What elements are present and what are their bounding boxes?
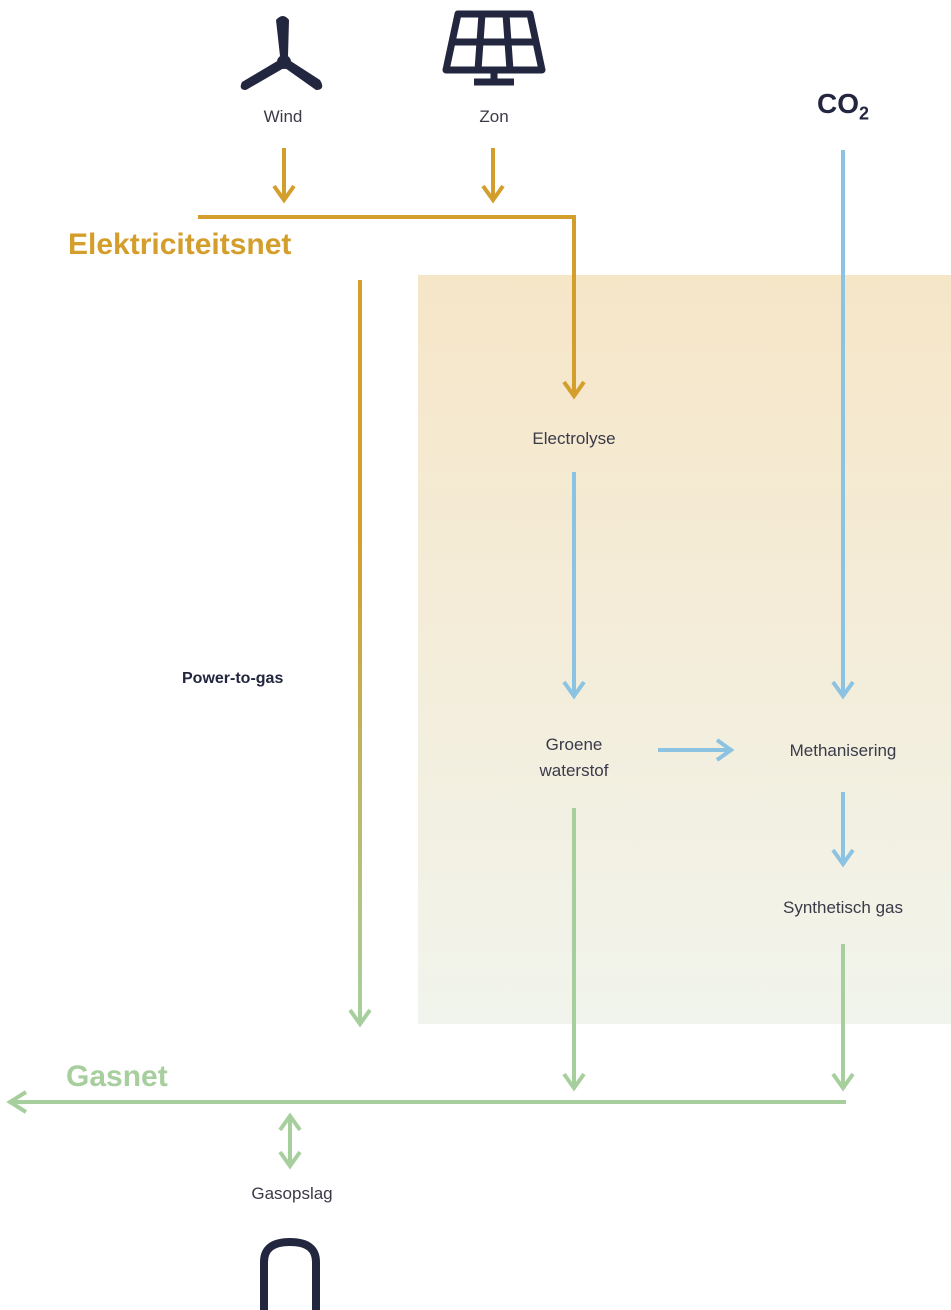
gas-grid-label: Gasnet [66,1060,168,1093]
electricity-grid-line [198,215,576,394]
process-panel [418,275,951,1024]
solar-panel-icon [442,10,546,86]
storage-double-arrow [278,1112,302,1170]
green-hydrogen-label: Groene waterstof [540,732,609,784]
gas-storage-label: Gasopslag [251,1184,333,1203]
methanation-out-arrow [831,792,855,868]
syngas-to-gasnet-arrow [831,944,855,1092]
wind-turbine-icon [240,16,323,90]
wind-down-arrow [272,148,296,204]
power-to-gas-label: Power-to-gas [182,670,284,687]
hydrogen-flows [562,150,855,868]
synthetic-gas-label: Synthetisch gas [782,898,904,917]
power-to-gas-arrow [348,280,372,1028]
hydrogen-to-gasnet-arrow [562,808,586,1092]
co2-down-arrow [831,150,855,700]
gasnet-line [6,1090,846,1114]
co2-subscript: 2 [858,103,870,124]
sun-label: Zon [479,107,509,126]
electrolysis-in-arrow [562,380,586,400]
hydrogen-to-methanation-arrow [658,738,735,762]
wind-label: Wind [263,107,303,126]
electrolysis-label: Electrolyse [532,429,616,448]
co2-text: CO [816,88,859,119]
gas-flows [6,808,855,1170]
gas-tank-icon [260,1237,320,1310]
co2-label: CO2 [817,88,869,125]
green-hydrogen-line1: Groene [545,735,603,754]
methanation-label: Methanisering [789,741,897,760]
sun-down-arrow [481,148,505,204]
green-hydrogen-line2: waterstof [539,761,609,780]
electricity-flows [198,148,586,400]
electrolysis-out-arrow [562,472,586,700]
electricity-grid-label: Elektriciteitsnet [68,228,292,261]
